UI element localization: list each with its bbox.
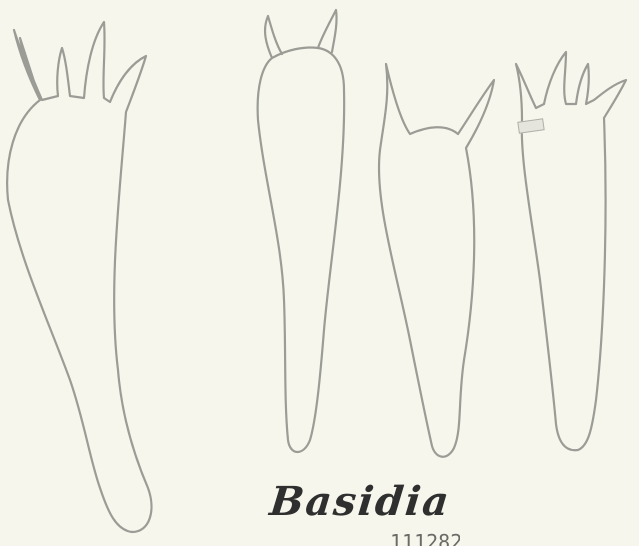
basidium-3 [379, 64, 494, 457]
basidium-4 [516, 52, 626, 450]
basidium-2 [258, 10, 345, 452]
cutoff-label: 111282 [390, 532, 460, 546]
basidium-1 [7, 22, 151, 532]
figure-caption: Basidia [268, 478, 453, 525]
